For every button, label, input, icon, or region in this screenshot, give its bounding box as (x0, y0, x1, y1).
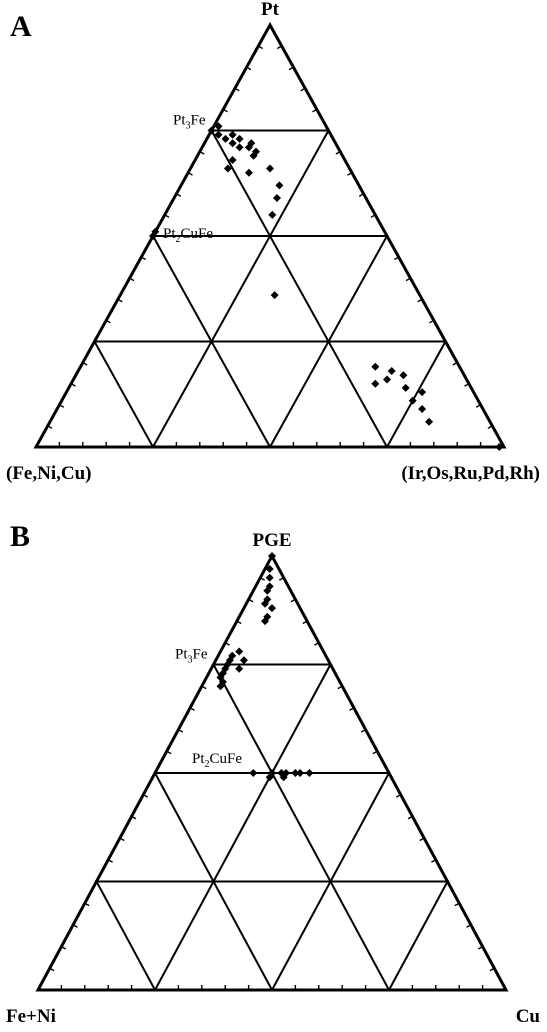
data-point (305, 769, 314, 777)
data-point (418, 405, 427, 413)
annotation-text-tail: Fe (191, 113, 206, 129)
vertex-label-left-a: (Fe,Ni,Cu) (6, 463, 91, 484)
data-point (268, 210, 277, 219)
data-point (252, 147, 260, 156)
annotation-pt3fe-b: Pt3Fe (175, 647, 208, 666)
annotation-subscript: 3 (186, 121, 191, 132)
data-point (214, 130, 223, 139)
data-point (207, 126, 216, 135)
data-point (270, 291, 279, 300)
data-point (223, 164, 232, 173)
ternary-grid-b (95, 663, 449, 991)
data-point (275, 181, 284, 190)
grid-line (388, 881, 449, 991)
data-point (216, 682, 225, 691)
data-point (265, 565, 274, 573)
data-points-a (149, 122, 504, 451)
data-point (418, 388, 427, 397)
annotation-text: Pt (175, 647, 188, 663)
grid-line (93, 341, 154, 448)
annotation-subscript: 3 (188, 655, 193, 666)
data-point (244, 168, 253, 177)
data-point (261, 599, 269, 608)
ternary-ticks-b (49, 577, 495, 990)
data-point (387, 367, 396, 375)
data-point (228, 130, 237, 139)
annotation-subscript: 2 (176, 234, 181, 245)
data-point (214, 122, 223, 131)
annotation-pt3fe-a: Pt3Fe (173, 113, 206, 132)
data-point (383, 375, 391, 384)
annotation-text: Pt (192, 751, 205, 767)
data-point (266, 164, 274, 173)
data-points-b (216, 552, 314, 782)
data-point (263, 586, 272, 595)
data-point (235, 647, 244, 656)
ternary-panel-a: A Pt (Fe,Ni,Cu) (Ir,Os,Ru,Pd,Rh) Pt3Fe P… (6, 0, 540, 484)
data-point (247, 139, 256, 148)
data-point (273, 194, 281, 202)
data-point (401, 383, 410, 392)
data-point (235, 134, 244, 143)
data-point (399, 371, 408, 380)
data-point (228, 156, 237, 164)
vertex-label-top-a: Pt (261, 0, 280, 20)
vertex-label-right-a: (Ir,Os,Ru,Pd,Rh) (401, 463, 540, 484)
data-point (261, 617, 269, 626)
grid-line (95, 881, 156, 991)
data-point (239, 656, 248, 665)
annotation-subscript: 2 (205, 759, 210, 770)
grid-line (212, 664, 390, 991)
data-point (228, 139, 237, 148)
data-point (265, 773, 274, 782)
panel-label-b: B (10, 520, 30, 553)
data-point (495, 443, 504, 451)
data-point (296, 769, 305, 777)
grid-line (154, 664, 332, 991)
panel-label-a: A (10, 10, 32, 43)
data-point (371, 379, 380, 388)
data-point (279, 773, 288, 782)
ternary-ticks-a (47, 45, 493, 447)
vertex-label-right-b: Cu (516, 1006, 541, 1027)
annotation-text: Pt (163, 226, 176, 242)
ternary-grid-a (93, 129, 447, 448)
data-point (408, 396, 417, 405)
annotation-pt2cufe-a: Pt2CuFe (163, 226, 213, 245)
annotation-text: Pt (173, 113, 186, 129)
data-point (221, 134, 230, 143)
ternary-panel-b: B PGE Fe+Ni Cu Pt3Fe Pt2CuFe (6, 520, 540, 1027)
data-point (291, 769, 300, 777)
grid-line (386, 341, 447, 448)
data-point (425, 417, 434, 426)
annotation-text-tail: CuFe (181, 226, 214, 242)
annotation-text-tail: CuFe (210, 751, 243, 767)
data-point (268, 552, 276, 560)
ternary-frame-b (35, 552, 509, 992)
data-point (149, 232, 157, 240)
vertex-label-left-b: Fe+Ni (6, 1006, 56, 1027)
grid-line (152, 130, 330, 448)
grid-line (210, 130, 388, 448)
data-point (249, 769, 258, 777)
vertex-label-top-b: PGE (252, 530, 291, 551)
data-point (268, 604, 276, 613)
data-point (235, 664, 244, 673)
data-point (265, 573, 274, 582)
data-point (235, 143, 244, 152)
annotation-text-tail: Fe (193, 647, 208, 663)
annotation-pt2cufe-b: Pt2CuFe (192, 751, 242, 770)
data-point (371, 362, 380, 371)
